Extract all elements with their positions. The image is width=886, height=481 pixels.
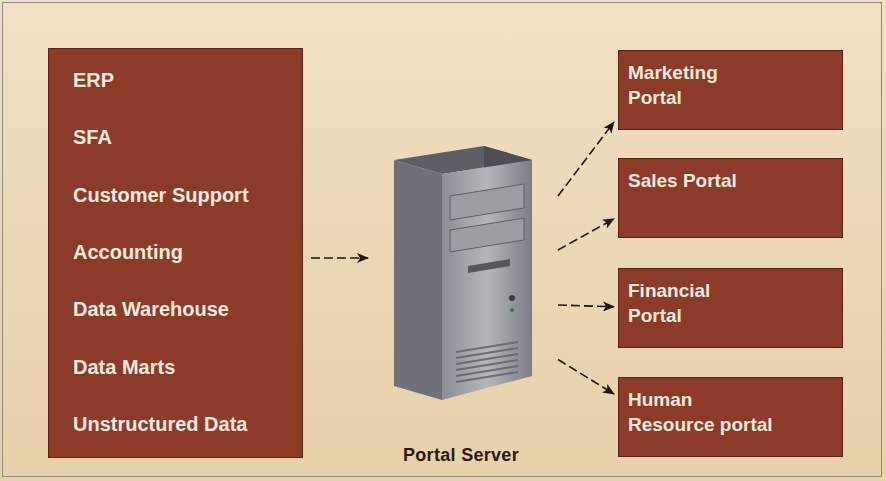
flow-arrow <box>558 360 614 395</box>
portal-box: Sales Portal <box>618 158 843 238</box>
flow-arrow <box>558 219 614 250</box>
portal-label: Marketing Portal <box>628 60 740 110</box>
portal-box: Human Resource portal <box>618 377 843 457</box>
flow-arrow <box>558 122 614 196</box>
portal-box: Financial Portal <box>618 268 843 348</box>
system-label: Customer Support <box>73 182 288 208</box>
flow-arrow <box>311 257 368 259</box>
server-label: Portal Server <box>372 445 550 466</box>
system-label: SFA <box>73 124 288 150</box>
system-label: Data Marts <box>73 354 288 380</box>
system-label: Data Warehouse <box>73 296 288 322</box>
system-label: Unstructured Data <box>73 411 288 437</box>
flow-arrow <box>558 305 614 307</box>
portal-label: Sales Portal <box>628 168 740 193</box>
source-systems-box: ERP SFA Customer SupportAccountingData War… <box>48 48 303 458</box>
portal-label: Financial Portal <box>628 278 740 328</box>
portal-label: Human Resource portal <box>628 387 780 437</box>
portal-box: Marketing Portal <box>618 50 843 130</box>
system-label: ERP <box>73 67 288 93</box>
system-label: Accounting <box>73 239 288 265</box>
portal-server: Portal Server <box>372 138 550 466</box>
server-illustration <box>372 138 550 408</box>
